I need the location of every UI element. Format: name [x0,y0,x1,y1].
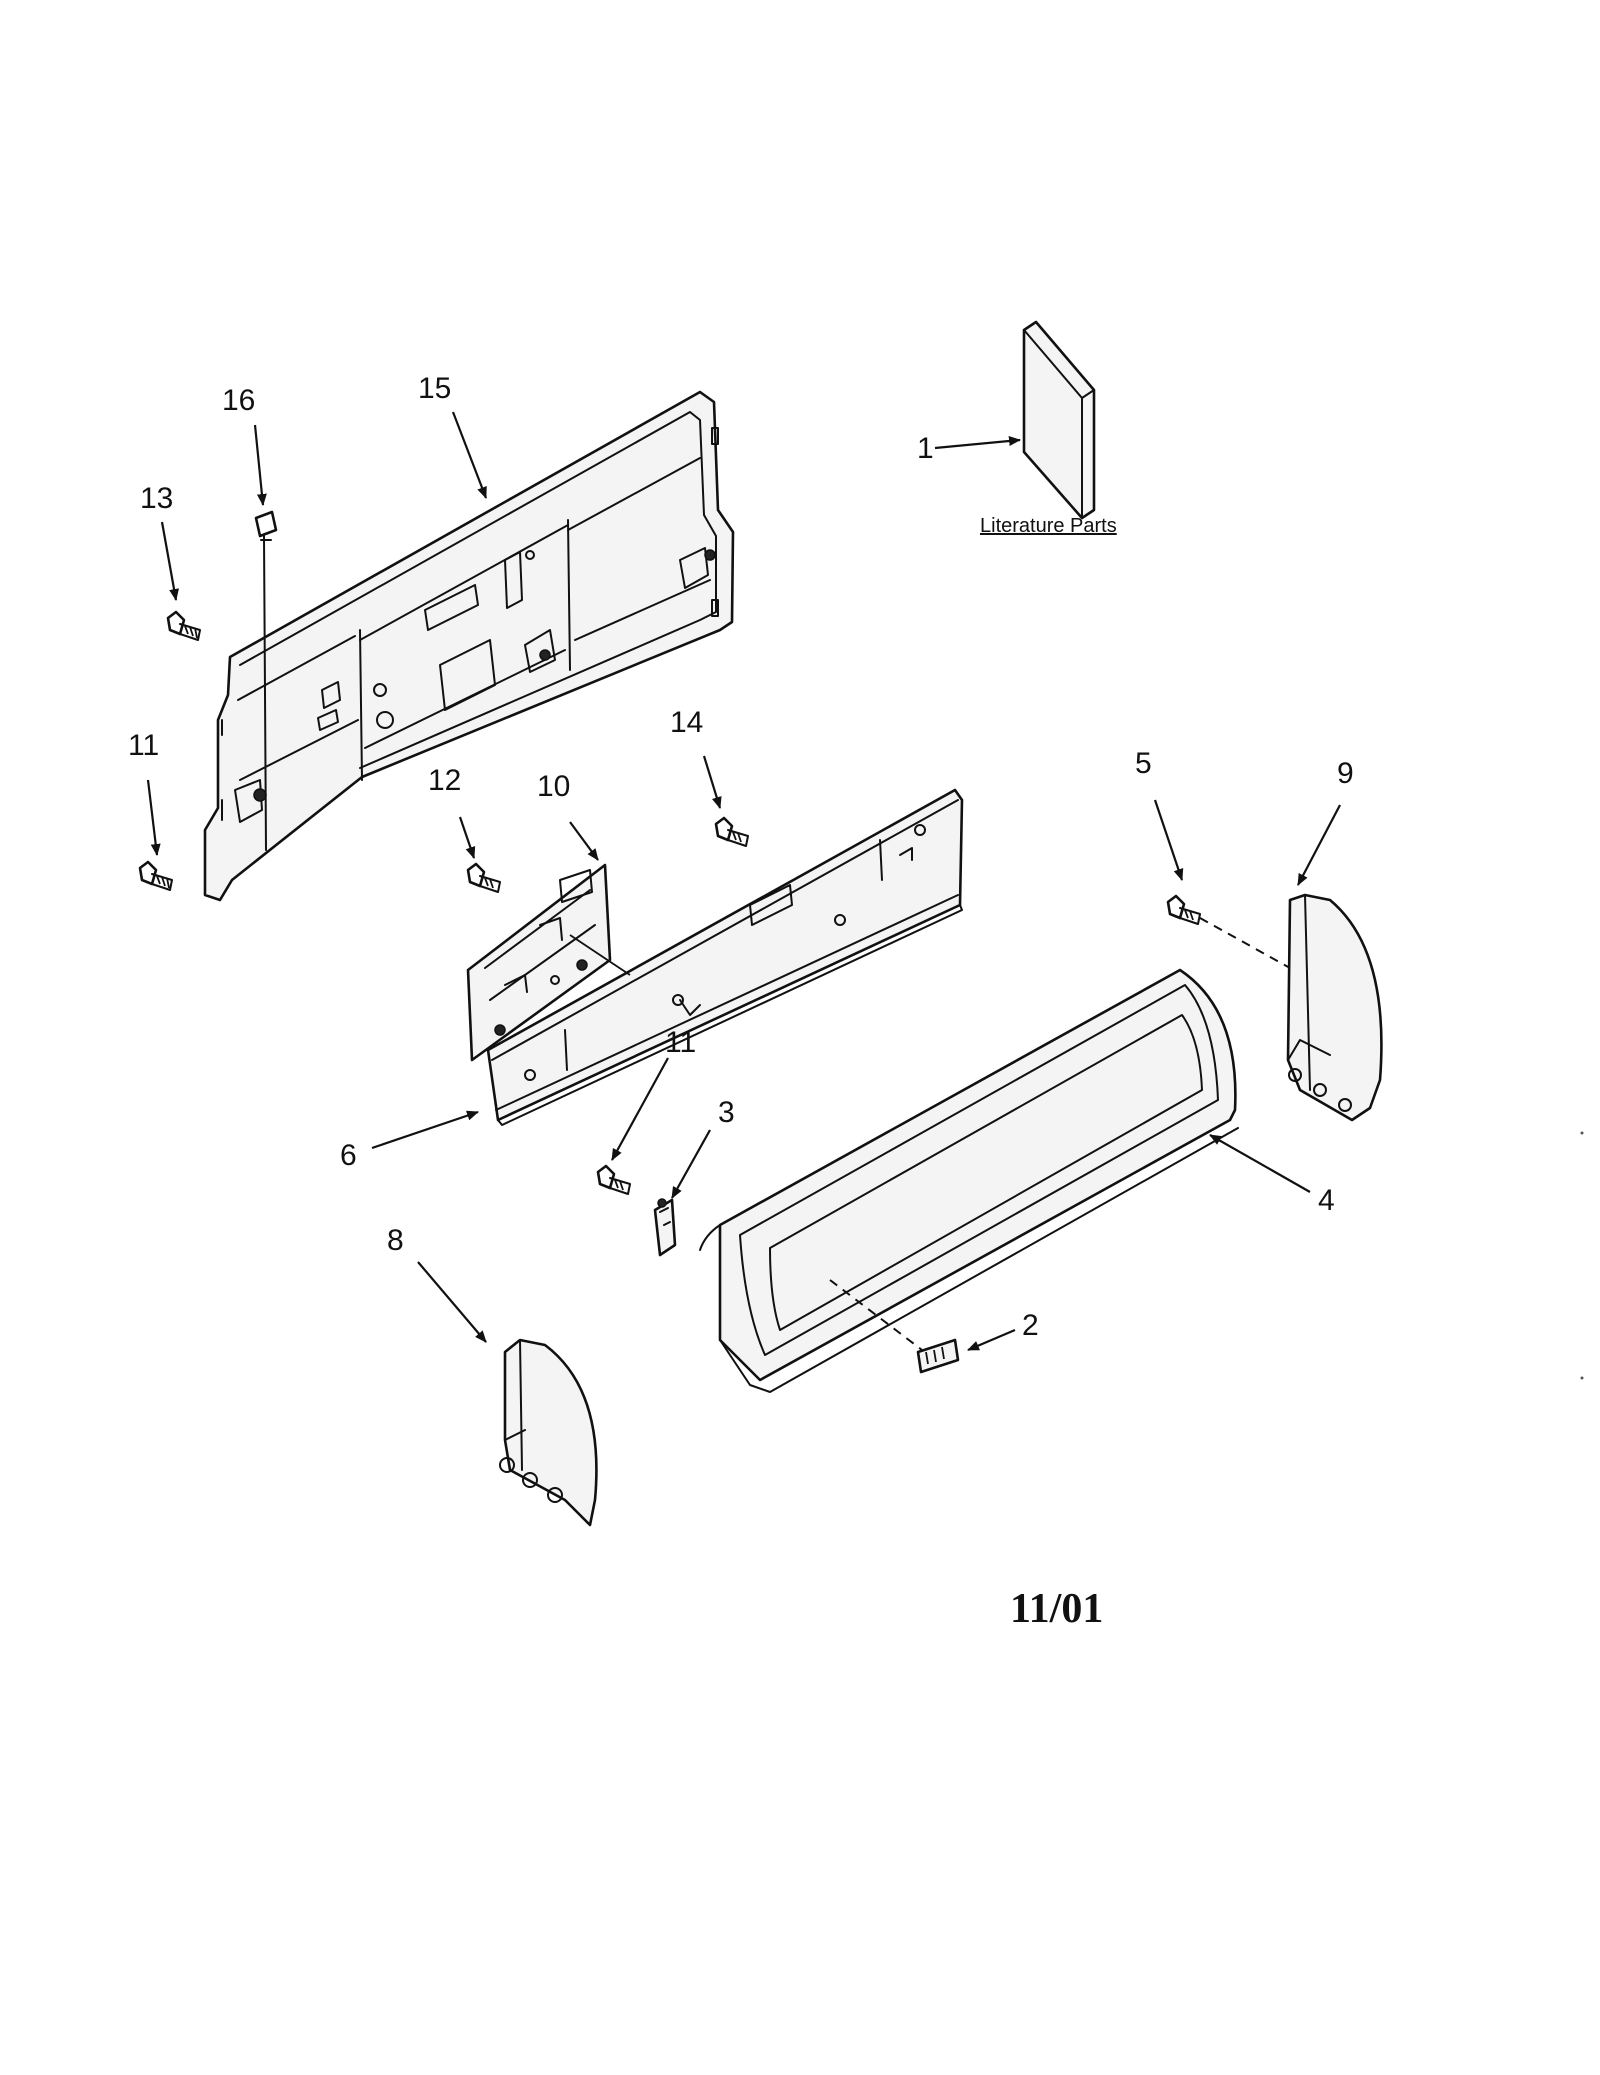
callout-10: 10 [537,770,570,803]
console-bracket-part-6 [486,788,964,1126]
screw-part-16 [254,510,278,851]
screw-part-11-left [138,860,173,891]
callout-9: 9 [1337,757,1354,790]
callout-14: 14 [670,706,703,739]
callout-16: 16 [222,384,255,417]
control-board-part-10 [466,863,612,1062]
screw-part-14 [714,816,749,847]
back-panel-part-15 [203,390,735,902]
date-code: 11/01 [1010,1586,1103,1632]
callout-8: 8 [387,1224,404,1257]
screw-part-5 [1166,894,1201,925]
callout-11-left: 11 [128,729,159,762]
control-panel-part-4 [699,968,1239,1393]
callout-6: 6 [340,1139,357,1172]
literature-booklet-part-1 [1022,320,1096,520]
end-cap-left-part-8 [499,1338,598,1527]
callout-15: 15 [418,372,451,405]
screw-part-13 [166,610,201,641]
callout-4: 4 [1318,1184,1335,1217]
callout-1: 1 [917,432,934,465]
callout-2: 2 [1022,1309,1039,1342]
screw-part-12 [466,862,501,893]
screw-part-11-lower [596,1164,631,1195]
callout-3: 3 [718,1096,735,1129]
callout-11-lower: 11 [665,1026,696,1059]
end-cap-right-part-9 [1286,893,1383,1122]
literature-parts-label: Literature Parts [980,515,1117,537]
badge-part-2 [916,1338,960,1374]
callout-13: 13 [140,482,173,515]
clip-part-3 [653,1198,677,1257]
callout-12: 12 [428,764,461,797]
callout-5: 5 [1135,747,1152,780]
